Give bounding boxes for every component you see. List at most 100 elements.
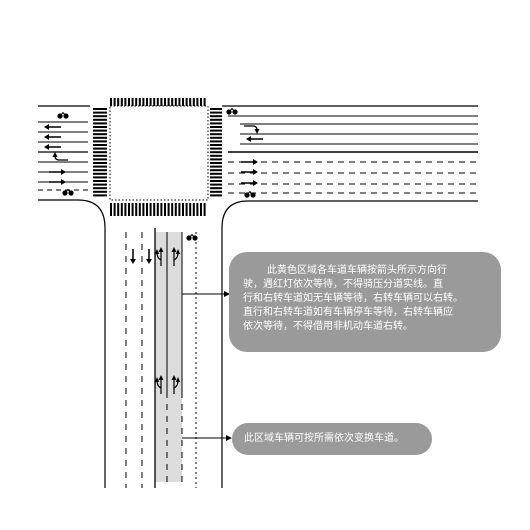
crosswalk-stripe xyxy=(149,98,152,106)
crosswalk-stripe xyxy=(146,98,148,106)
crosswalk-stripe xyxy=(210,169,222,172)
crosswalk-stripe xyxy=(164,98,166,106)
crosswalk-stripe xyxy=(185,98,188,106)
crosswalk-stripe xyxy=(135,98,138,106)
straight-left-arrow-icon xyxy=(43,123,62,131)
crosswalk-north xyxy=(110,98,206,106)
crosswalk-stripe xyxy=(93,115,107,118)
crosswalk-stripe xyxy=(210,158,222,161)
yellow-zone-highlight xyxy=(155,232,182,482)
crosswalk-stripe xyxy=(182,98,184,106)
crosswalk-stripe xyxy=(93,111,107,114)
crosswalk-stripe xyxy=(142,203,145,216)
straight-arrow-icon xyxy=(145,248,153,265)
crosswalk-stripe xyxy=(210,151,222,154)
crosswalk-stripe xyxy=(174,203,177,216)
crosswalk-stripe xyxy=(93,147,107,150)
crosswalk-west xyxy=(93,108,107,197)
crosswalk-stripe xyxy=(210,176,222,179)
crosswalk-stripe xyxy=(196,203,199,216)
crosswalk-stripe xyxy=(196,98,199,106)
crosswalk-stripe xyxy=(210,144,222,146)
crosswalk-stripe xyxy=(128,203,130,216)
west-lane-lines xyxy=(38,121,88,191)
crosswalk-stripe xyxy=(93,169,107,172)
crosswalk-stripe xyxy=(192,98,195,106)
crosswalk-stripe xyxy=(149,203,152,216)
left-turn-arrow-icon xyxy=(51,151,69,161)
callout-line: 驶，遇红灯依次等待，不得骑压分道实线。直 xyxy=(243,279,443,290)
crosswalk-stripe xyxy=(131,98,134,106)
crosswalk-stripe xyxy=(93,133,107,136)
crosswalk-stripe xyxy=(93,126,107,128)
crosswalk-stripe xyxy=(160,203,163,216)
intersection-box xyxy=(109,105,209,201)
straight-left-arrow-icon xyxy=(43,133,62,141)
crosswalk-stripe xyxy=(203,203,206,216)
straight-arrow-icon xyxy=(240,179,259,187)
crosswalk-stripe xyxy=(146,203,148,216)
straight-left-arrow-icon xyxy=(43,143,62,151)
straight-arrow-icon xyxy=(129,248,137,265)
straight-arrow-icon xyxy=(240,168,259,176)
crosswalk-stripe xyxy=(93,190,107,193)
left-turn-arrow-icon xyxy=(243,125,261,135)
south-lane-lines xyxy=(125,228,197,488)
crosswalk-stripe xyxy=(110,98,112,106)
crosswalk-stripe xyxy=(192,203,195,216)
crosswalk-stripe xyxy=(93,129,107,132)
crosswalk-stripe xyxy=(93,122,107,125)
crosswalk-stripe xyxy=(93,158,107,161)
crosswalk-east xyxy=(210,108,222,197)
crosswalk-stripe xyxy=(210,136,222,139)
crosswalk-stripe xyxy=(117,98,120,106)
crosswalk-stripe xyxy=(210,187,222,190)
crosswalk-stripe xyxy=(153,203,156,216)
bicycle-icon xyxy=(243,191,257,199)
callout-line: 依次等待，不得借用非机动车道右转。 xyxy=(243,321,413,332)
callout-line: 行和右转车道如无车辆等待，右转车辆可以右转。 xyxy=(243,293,463,304)
crosswalk-stripe xyxy=(93,194,107,197)
crosswalk-stripe xyxy=(153,98,156,106)
crosswalk-stripe xyxy=(210,162,222,164)
crosswalk-stripe xyxy=(189,203,192,216)
road-edges xyxy=(38,105,478,488)
straight-arrow-icon xyxy=(48,178,67,186)
crosswalk-stripe xyxy=(200,203,202,216)
crosswalk-stripe xyxy=(131,203,134,216)
crosswalk-stripe xyxy=(156,203,159,216)
crosswalk-stripe xyxy=(167,203,170,216)
crosswalk-stripe xyxy=(93,151,107,154)
yellow-zone-callout: 此黄色区域各车道车辆按箭头所示方向行 驶，遇红灯依次等待，不得骑压分道实线。直 … xyxy=(229,252,501,352)
crosswalk-stripe xyxy=(210,129,222,132)
crosswalk-stripe xyxy=(135,203,138,216)
crosswalk-stripe xyxy=(167,98,170,106)
crosswalk-stripe xyxy=(93,154,107,157)
crosswalk-stripe xyxy=(210,118,222,121)
crosswalk-stripe xyxy=(210,194,222,197)
crosswalk-stripe xyxy=(138,98,141,106)
callout-line: 此黄色区域各车道车辆按箭头所示方向行 xyxy=(267,265,447,276)
straight-arrow-icon xyxy=(48,168,67,176)
crosswalk-stripe xyxy=(93,172,107,175)
crosswalk-stripe xyxy=(210,180,222,182)
crosswalk-stripe xyxy=(171,203,174,216)
crosswalk-stripe xyxy=(178,98,181,106)
crosswalk-stripe xyxy=(210,133,222,136)
bicycle-icon xyxy=(225,108,239,116)
crosswalk-stripe xyxy=(185,203,188,216)
east-lane-lines xyxy=(228,115,478,194)
crosswalk-stripe xyxy=(93,140,107,143)
crosswalk-stripe xyxy=(160,98,163,106)
crosswalk-stripe xyxy=(93,118,107,121)
straight-arrow-icon xyxy=(240,158,259,166)
crosswalk-stripe xyxy=(210,108,222,110)
crosswalk-stripe xyxy=(210,122,222,125)
crosswalk-stripe xyxy=(110,203,112,216)
lane-change-callout: 此区域车辆可按所需依次变换车道。 xyxy=(232,423,432,455)
crosswalk-stripe xyxy=(210,111,222,114)
crosswalk-stripe xyxy=(210,115,222,118)
crosswalk-stripe xyxy=(93,180,107,182)
crosswalk-stripe xyxy=(200,98,202,106)
crosswalk-stripe xyxy=(210,165,222,168)
